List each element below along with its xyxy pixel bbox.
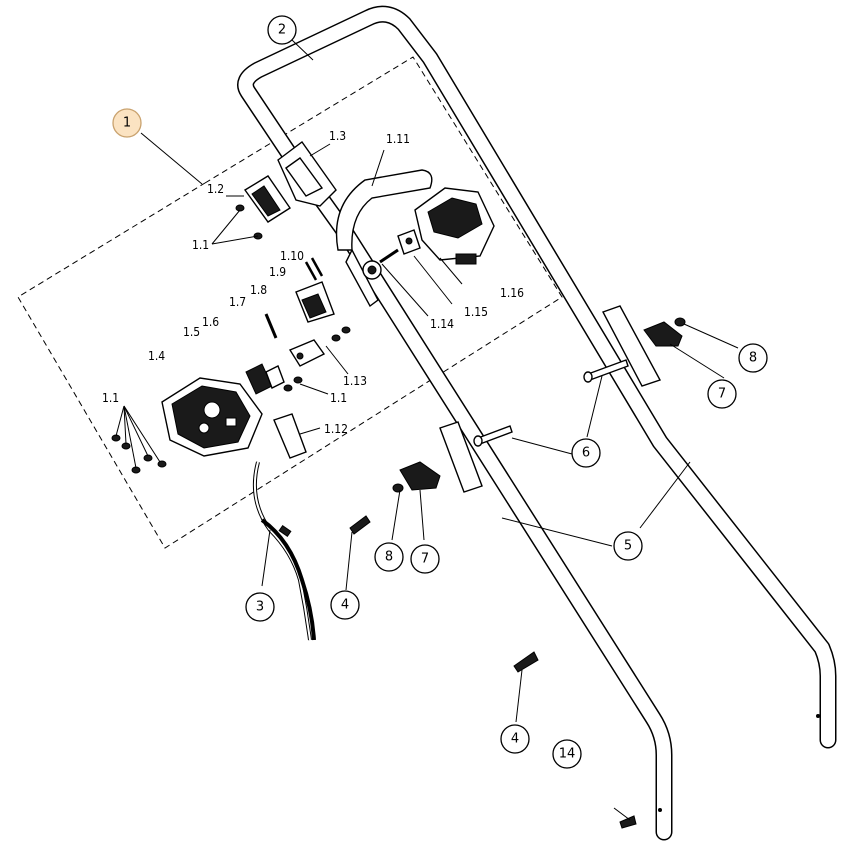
svg-text:2: 2	[278, 23, 286, 38]
svg-text:8: 8	[749, 351, 757, 366]
callout-7-left: 7	[410, 544, 440, 574]
svg-text:1: 1	[123, 116, 131, 131]
label-1-7: 1.7	[229, 295, 246, 309]
label-1-2: 1.2	[207, 182, 224, 196]
callout-4-upper: 4	[330, 590, 360, 620]
callout-8-left: 8	[374, 542, 404, 572]
label-1-1-left: 1.1	[102, 391, 119, 405]
callout-14: 14	[552, 739, 582, 769]
switch-housing	[414, 187, 495, 265]
callout-1: 1	[112, 108, 142, 138]
svg-text:7: 7	[718, 387, 726, 402]
knobs	[392, 317, 686, 493]
label-1-6: 1.6	[202, 315, 219, 329]
label-1-14: 1.14	[430, 317, 454, 331]
callout-6: 6	[571, 438, 601, 468]
label-1-12: 1.12	[324, 422, 348, 436]
callout-4-lower: 4	[500, 724, 530, 754]
callout-5: 5	[613, 531, 643, 561]
screw-14	[619, 815, 637, 829]
control-box	[161, 377, 263, 457]
handle-tube	[237, 5, 837, 841]
bolts	[473, 359, 629, 447]
subassembly-frame	[17, 56, 563, 549]
svg-text:5: 5	[624, 539, 632, 554]
label-1-1-mid: 1.1	[330, 391, 347, 405]
label-1-4: 1.4	[148, 349, 165, 363]
label-1-1-top: 1.1	[192, 238, 209, 252]
label-1-16: 1.16	[500, 286, 524, 300]
spring-pins	[349, 515, 539, 673]
label-1-13: 1.13	[343, 374, 367, 388]
bail-lever	[335, 169, 433, 308]
label-1-10: 1.10	[280, 249, 304, 263]
label-1-5: 1.5	[183, 325, 200, 339]
cable	[252, 461, 316, 641]
callout-8-right: 8	[738, 343, 768, 373]
svg-text:4: 4	[511, 732, 519, 747]
screws	[111, 204, 303, 474]
callout-2: 2	[267, 15, 297, 45]
svg-text:14: 14	[559, 747, 576, 762]
label-1-15: 1.15	[464, 305, 488, 319]
callout-3: 3	[245, 592, 275, 622]
svg-text:7: 7	[421, 552, 429, 567]
mount-bracket	[243, 141, 337, 223]
svg-text:8: 8	[385, 550, 393, 565]
svg-text:4: 4	[341, 598, 349, 613]
label-1-3: 1.3	[329, 129, 346, 143]
small-parts	[245, 257, 351, 459]
label-1-11: 1.11	[386, 132, 410, 146]
label-1-8: 1.8	[250, 283, 267, 297]
callout-7-right: 7	[707, 379, 737, 409]
svg-text:6: 6	[582, 446, 590, 461]
label-1-9: 1.9	[269, 265, 286, 279]
svg-text:3: 3	[256, 600, 264, 615]
leader-lines	[115, 39, 739, 821]
